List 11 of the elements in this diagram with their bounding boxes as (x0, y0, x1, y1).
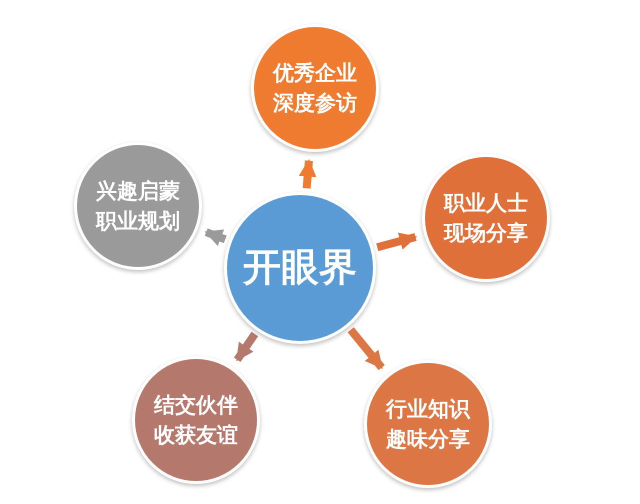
node-text: 职业人士现场分享 (442, 190, 529, 247)
arrow (298, 159, 316, 189)
node-text: 优秀企业深度参访 (271, 60, 358, 117)
node-text: 开眼界 (242, 244, 358, 292)
arrow (376, 232, 418, 252)
node-text: 行业知识趣味分享 (384, 396, 472, 453)
arrow (348, 327, 385, 370)
arrow (204, 228, 227, 246)
node-text: 兴趣启蒙职业规划 (94, 178, 181, 235)
arrow (234, 332, 258, 362)
node-text: 结交伙伴收获友谊 (152, 392, 239, 449)
